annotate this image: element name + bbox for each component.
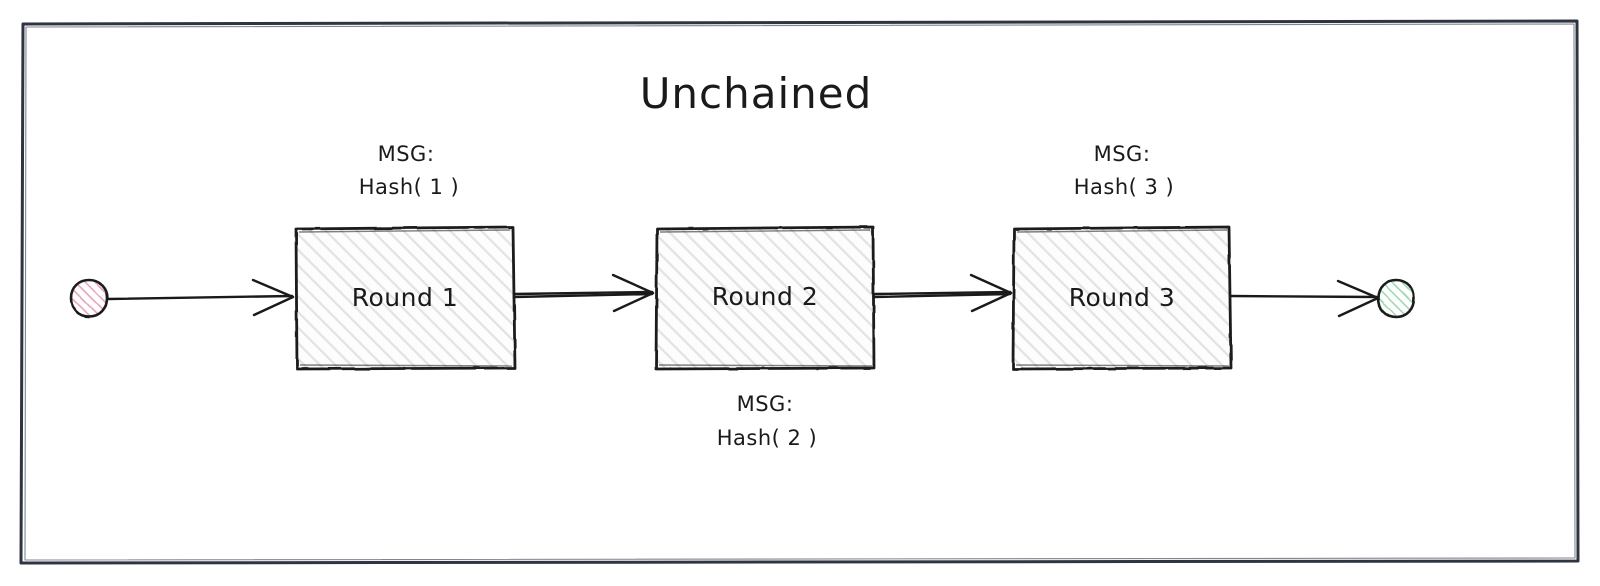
node-round1[interactable]: Round 1 [294, 225, 517, 371]
annotation-msg1-line2: Hash( 1 ) [359, 175, 460, 199]
annotation-msg3-line2: Hash( 3 ) [1074, 175, 1175, 199]
node-round2[interactable]: Round 2 [654, 225, 876, 371]
annotation-msg3-line1: MSG: [1094, 142, 1151, 166]
edge-round3-to-end [1229, 279, 1380, 318]
diagram-title: Unchained [640, 69, 873, 118]
annotation-msg2: MSG: Hash( 2 ) [717, 392, 818, 450]
node-round2-label: Round 2 [712, 282, 818, 311]
end-node[interactable] [1376, 278, 1416, 319]
annotation-msg1: MSG: Hash( 1 ) [359, 142, 460, 199]
edge-start-to-round1 [106, 278, 295, 317]
edge-round2-to-round3 [872, 273, 1013, 313]
edge-round1-to-round2 [512, 273, 655, 313]
annotation-msg1-line1: MSG: [378, 142, 435, 166]
diagram-frame [19, 19, 1580, 565]
start-node[interactable] [69, 278, 109, 319]
annotation-msg2-line1: MSG: [737, 392, 794, 416]
node-round3[interactable]: Round 3 [1011, 225, 1233, 371]
node-round1-label: Round 1 [352, 283, 458, 312]
annotation-msg2-line2: Hash( 2 ) [717, 426, 818, 450]
node-round3-label: Round 3 [1069, 283, 1175, 312]
annotation-msg3: MSG: Hash( 3 ) [1074, 142, 1175, 199]
